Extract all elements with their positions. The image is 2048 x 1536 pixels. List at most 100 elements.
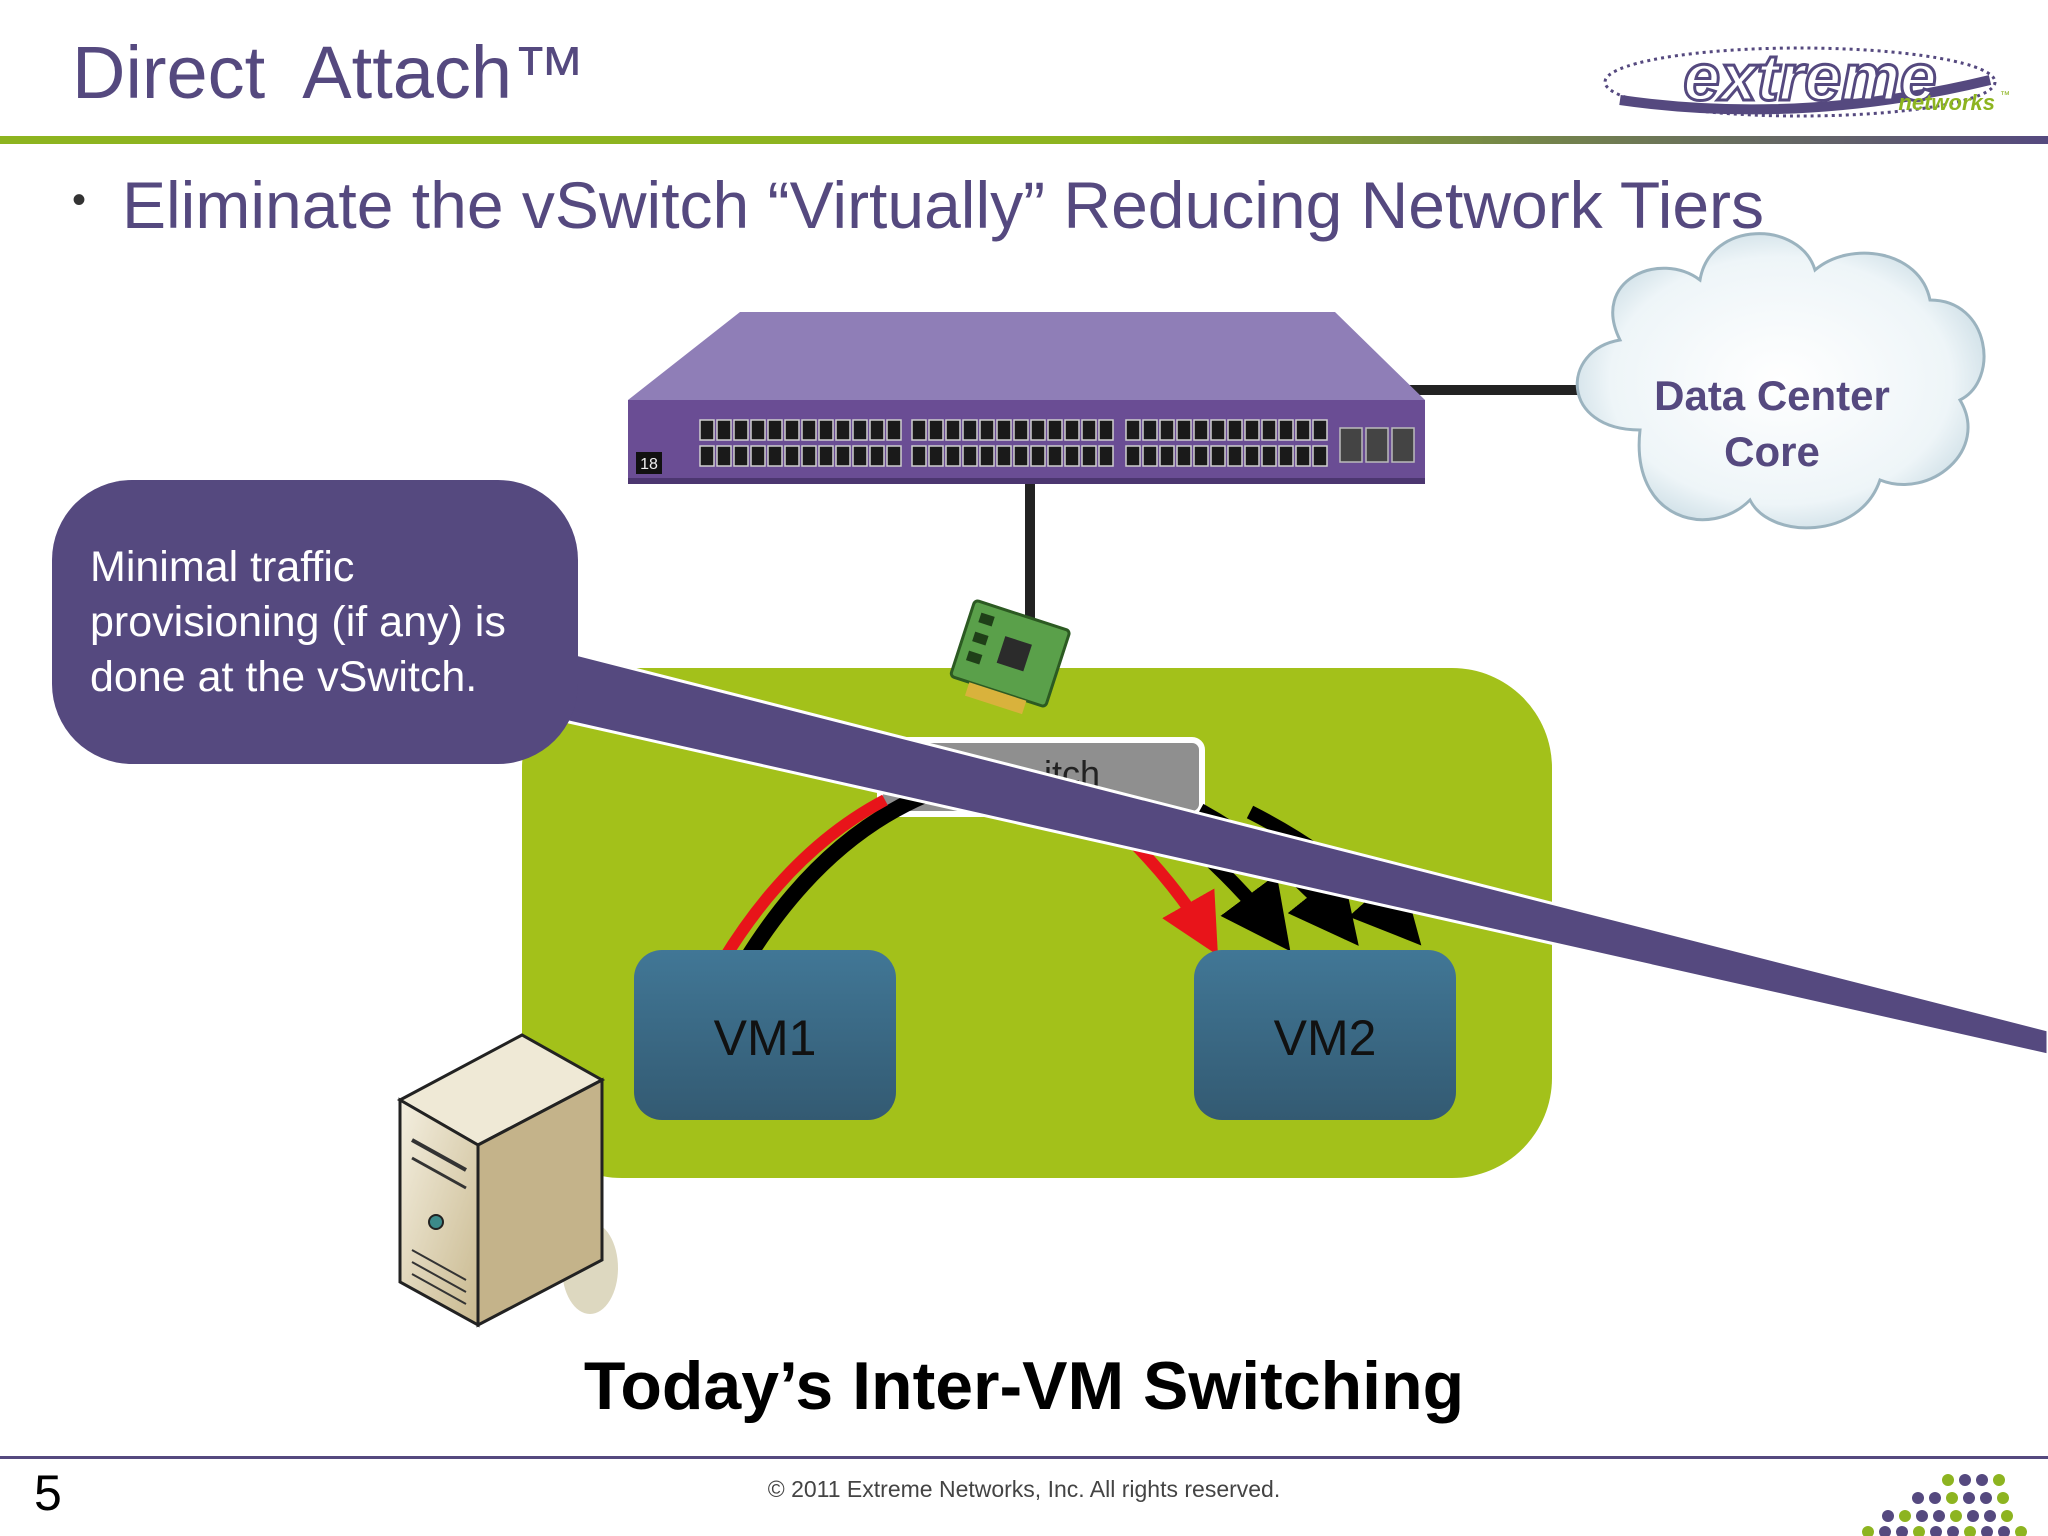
switch-port [1295,419,1311,441]
switch-port [1125,445,1141,467]
footer-dot [1947,1526,1959,1536]
switch-port [869,445,885,467]
switch-port [996,419,1012,441]
server-tower-icon [396,1033,618,1328]
switch-port [1047,419,1063,441]
switch-port [818,419,834,441]
footer-dot [1964,1526,1976,1536]
switch-port [1261,445,1277,467]
vm2-box [1194,950,1456,1120]
switch-port [1193,419,1209,441]
switch-port [801,419,817,441]
switch-port [1227,419,1243,441]
footer-dot [1976,1474,1988,1486]
switch-port [1210,419,1226,441]
footer-dot [1929,1492,1941,1504]
switch-port [928,419,944,441]
bullet-marker: • [72,178,87,222]
footer-dot [1959,1474,1971,1486]
switch-port [733,445,749,467]
footer-divider [0,1456,2048,1459]
footer-dot [1997,1492,2009,1504]
logo-sub: networks [1898,90,1995,115]
switch-port [886,419,902,441]
switch-port [945,419,961,441]
switch-port [733,419,749,441]
switch-port [750,419,766,441]
switch-uplink-port [1365,427,1389,463]
switch-port [1064,419,1080,441]
switch-port [1125,419,1141,441]
switch-port [1030,445,1046,467]
extreme-networks-logo: extreme networks ™ [1603,39,2010,118]
switch-port [928,445,944,467]
switch-port [1159,419,1175,441]
switch-port [1098,445,1114,467]
title-divider [0,136,2048,144]
switch-port [911,445,927,467]
cloud-label-line1: Data Center [1654,372,1890,419]
switch-port [716,445,732,467]
diagram-caption: Today’s Inter-VM Switching [583,1348,1465,1424]
switch-port [1159,445,1175,467]
footer-dot [1933,1510,1945,1522]
footer-dot [1980,1492,1992,1504]
callout-balloon [52,480,2048,1057]
switch-port [835,445,851,467]
cloud-label-line2: Core [1724,428,1820,475]
switch-port [1176,419,1192,441]
switch-port [1030,419,1046,441]
footer-dot [1993,1474,2005,1486]
footer-dot [1930,1526,1942,1536]
bullet-text: Eliminate the vSwitch “Virtually” Reduci… [122,168,1765,242]
switch-port [911,419,927,441]
switch-port [1244,419,1260,441]
switch-port [962,445,978,467]
switch-port [1142,419,1158,441]
switch-port [1261,419,1277,441]
footer-dots-decoration [1862,1474,2027,1536]
switch-display: 18 [640,456,658,473]
switch-port [979,419,995,441]
switch-port [1047,445,1063,467]
footer-dot [1950,1510,1962,1522]
footer-dot [1963,1492,1975,1504]
switch-port [1064,445,1080,467]
switch-port [1081,419,1097,441]
vm1-uplink-black [738,787,929,967]
copyright-notice: © 2011 Extreme Networks, Inc. All rights… [767,1476,1281,1502]
switch-port [869,419,885,441]
switch-port [979,445,995,467]
switch-port [1142,445,1158,467]
footer-dot [1879,1526,1891,1536]
nic-card-icon [949,599,1071,715]
footer-dot [1984,1510,1996,1522]
switch-port [1312,419,1328,441]
switch-port [767,445,783,467]
switch-port [1098,419,1114,441]
switch-port [1278,445,1294,467]
vm1-box [634,950,896,1120]
vm2-label: VM2 [1274,1010,1377,1066]
footer-dot [1946,1492,1958,1504]
switch-port [1081,445,1097,467]
switch-port [996,445,1012,467]
cloud-icon: Data Center Core [1575,232,1986,530]
footer-dot [2001,1510,2013,1522]
switch-port [835,419,851,441]
switch-port [1312,445,1328,467]
footer-dot [1998,1526,2010,1536]
switch-uplink-port [1391,427,1415,463]
footer-dot [2015,1526,2027,1536]
switch-port [1176,445,1192,467]
footer-dot [1899,1510,1911,1522]
switch-port [1278,419,1294,441]
vm1-label: VM1 [714,1010,817,1066]
switch-port [1013,419,1029,441]
switch-port [784,419,800,441]
switch-port [699,445,715,467]
switch-port [699,419,715,441]
switch-port [767,419,783,441]
callout-text: Minimal traffic provisioning (if any) is… [90,543,506,702]
